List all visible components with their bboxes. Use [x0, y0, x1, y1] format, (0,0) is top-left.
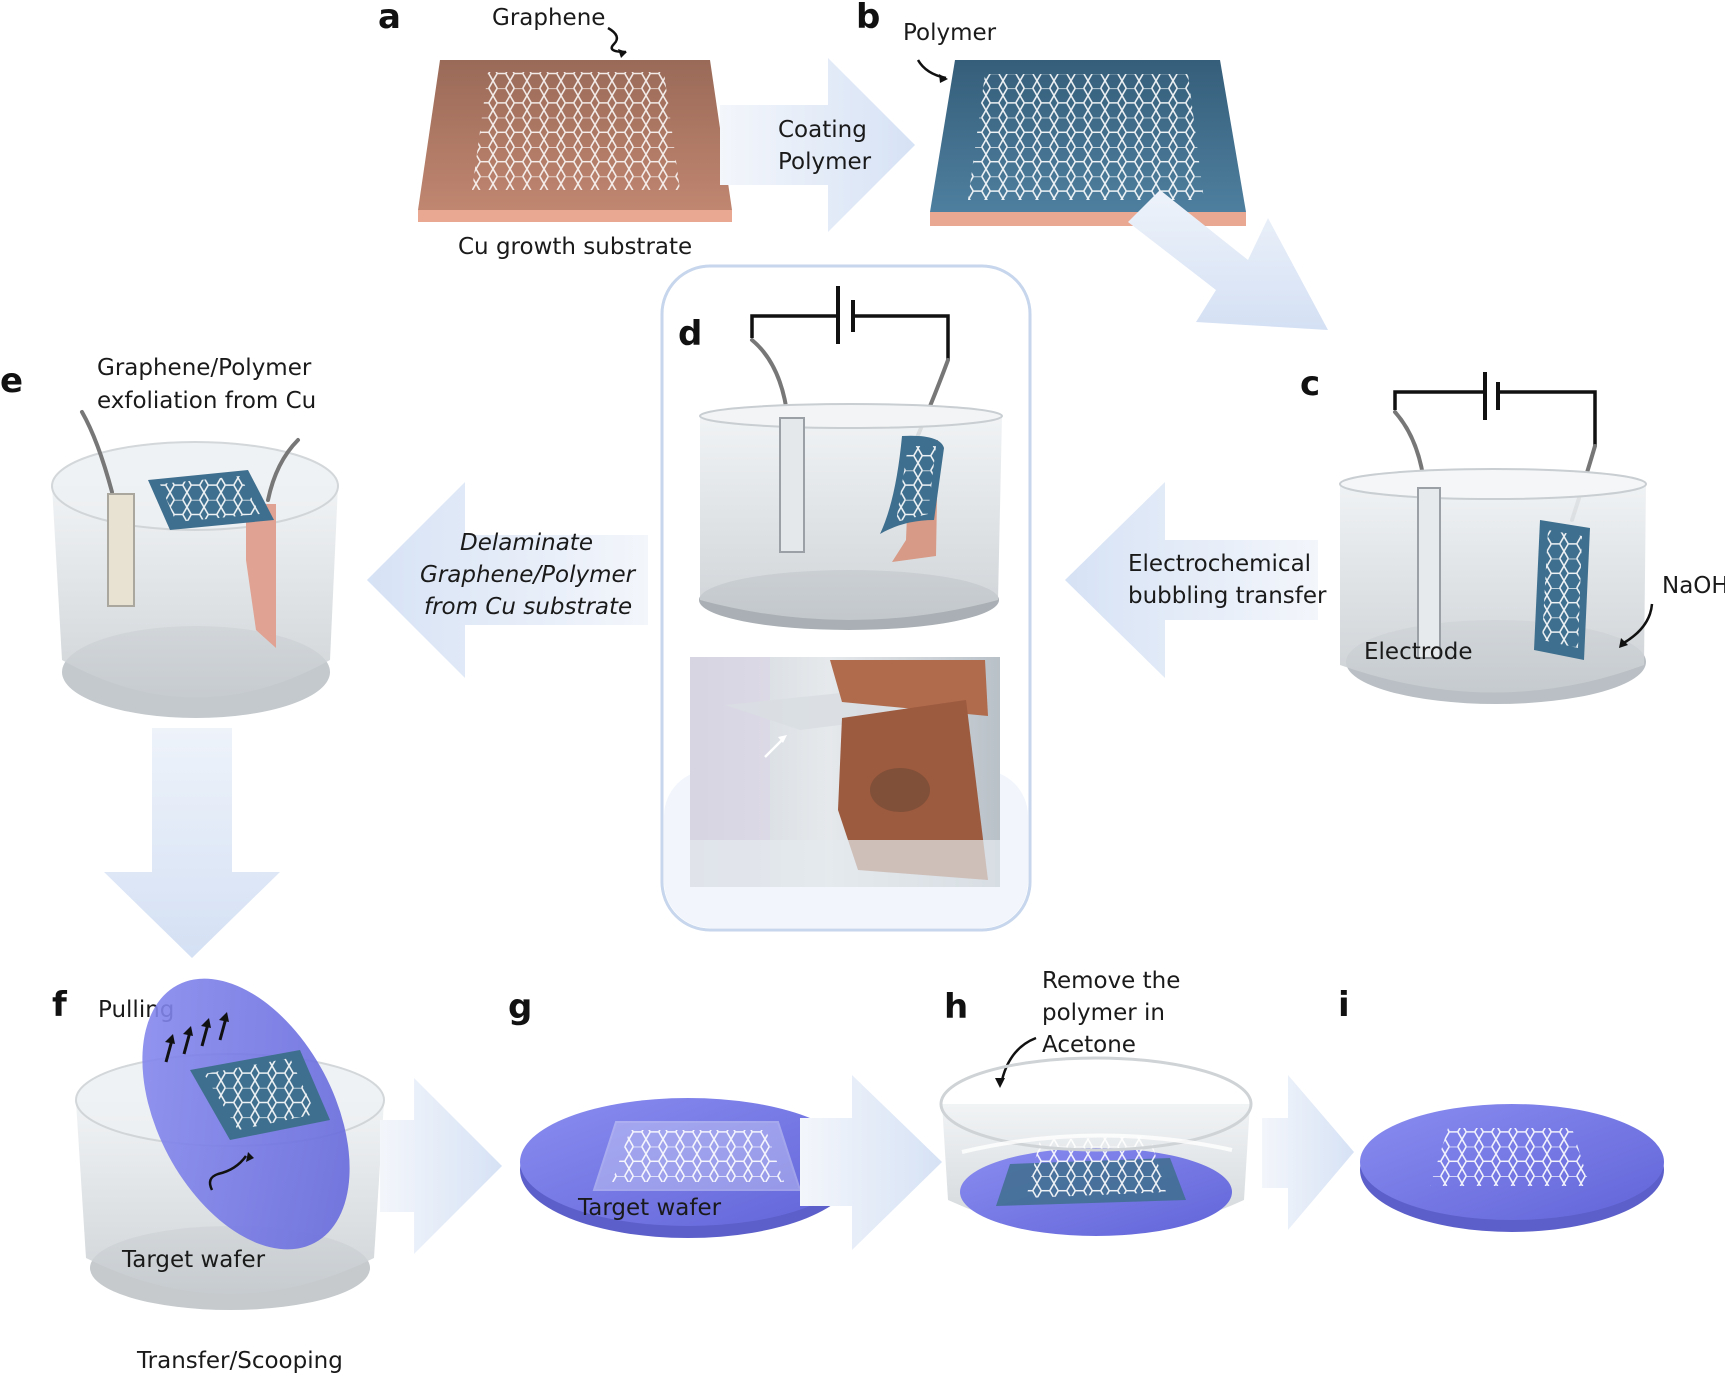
graphene-in-acetone-h — [1026, 1136, 1166, 1198]
acetone-pointer-head — [995, 1078, 1005, 1088]
arrow-f-to-g — [380, 1078, 502, 1254]
panel-letter-f: f — [52, 985, 68, 1025]
graphene-polymer-italic-label: Graphene/Polymer — [420, 562, 637, 588]
electrode-rod-c — [1417, 487, 1441, 659]
arrow-g-to-h — [800, 1075, 942, 1250]
panel-letter-d: d — [678, 314, 702, 354]
arrow-delaminate: Delaminate Graphene/Polymer from Cu subs… — [367, 482, 648, 678]
beaker-d-rim — [699, 403, 1003, 429]
scooped-lattice-f — [204, 1058, 316, 1130]
target-wafer-label-g: Target wafer — [577, 1195, 722, 1221]
arrow-h-to-i — [1262, 1075, 1354, 1230]
panel-letter-h: h — [944, 987, 968, 1027]
naoh-pointer-arrow — [1621, 603, 1654, 646]
transfer-scooping-label: Transfer/Scooping — [136, 1348, 343, 1374]
coating-label: Coating — [778, 117, 867, 143]
electrochemical-label: Electrochemical — [1128, 551, 1311, 577]
arrow-c-to-d — [1065, 482, 1318, 678]
panel-letter-g: g — [508, 987, 532, 1027]
exfoliation-label-line2: exfoliation from Cu — [97, 388, 316, 414]
panel-g: g Target wafer — [508, 987, 856, 1238]
cu-foil-lattice-c — [1542, 530, 1582, 648]
from-cu-substrate-label: from Cu substrate — [424, 594, 632, 620]
graphene-lattice — [472, 72, 680, 190]
beaker-d-body — [700, 416, 1002, 620]
target-wafer-label-f: Target wafer — [121, 1247, 266, 1273]
dish-h-rim — [939, 1056, 1253, 1152]
arrow-e-to-f — [104, 728, 280, 958]
panel-letter-i: i — [1338, 985, 1350, 1025]
graphene-on-wafer-i — [1430, 1128, 1590, 1186]
remove-polymer-label-line1: Remove the — [1042, 968, 1180, 994]
panel-e: e Graphene/Polymer exfoliation from Cu — [0, 355, 339, 718]
beaker-c-rim — [1339, 468, 1647, 500]
polymer-graphene-lattice — [968, 74, 1204, 200]
electrode-rod-e — [107, 493, 135, 607]
panel-b: b Polymer — [856, 0, 1246, 226]
acetone-pointer-arrow — [1000, 1036, 1037, 1081]
panel-d: d — [660, 264, 1032, 932]
polymer-step-label: Polymer — [778, 149, 872, 175]
delaminate-label: Delaminate — [460, 530, 593, 556]
graphene-on-wafer-g — [612, 1130, 784, 1182]
photo-copper-spot — [870, 768, 930, 812]
naoh-label: NaOH — [1662, 573, 1725, 599]
circuit-wire-d — [750, 314, 950, 360]
arrow-b-to-c — [1128, 190, 1328, 330]
remove-polymer-label-line2: polymer in — [1042, 1000, 1165, 1026]
photo-water-bottom — [690, 840, 1000, 887]
polymer-label: Polymer — [903, 20, 997, 46]
wafer-pointer-head-f — [246, 1152, 254, 1162]
polymer-pointer-head — [939, 74, 948, 83]
pulling-arrows — [164, 1012, 229, 1063]
pulling-arrow-heads — [165, 1012, 229, 1044]
pulling-arrow-shafts — [164, 1017, 228, 1063]
graphene-pointer-head — [618, 49, 627, 58]
panel-c: c Electrode NaOH — [1300, 364, 1725, 704]
polymer-pointer-arrow — [916, 59, 947, 80]
naoh-pointer-head — [1619, 638, 1628, 648]
bubbling-transfer-label: bubbling transfer — [1128, 583, 1327, 609]
electrode-rod-d — [779, 417, 805, 553]
arrow-d-to-e — [367, 482, 648, 678]
remove-polymer-label-line3: Acetone — [1042, 1032, 1136, 1058]
panel-i: i — [1338, 985, 1664, 1232]
photo-copper-top — [830, 660, 988, 716]
graphene-pointer-arrow — [607, 26, 627, 54]
cu-substrate-edge — [418, 210, 732, 222]
photo-pointer-head — [778, 735, 787, 743]
cable-right-e — [266, 438, 300, 502]
exfoliation-label-line1: Graphene/Polymer — [97, 355, 312, 381]
arrow-electrochemical-bubbling: Electrochemical bubbling transfer — [1065, 482, 1327, 678]
panel-letter-b: b — [856, 0, 880, 37]
cu-growth-substrate-label: Cu growth substrate — [458, 234, 692, 260]
bubbling-photograph — [690, 657, 1000, 887]
electrode-label: Electrode — [1364, 639, 1473, 665]
arrow-a-to-b — [720, 58, 915, 232]
floating-lattice-e — [160, 476, 260, 522]
cu-foil-e — [246, 504, 276, 648]
panel-a: a Graphene Cu growth substrate — [378, 0, 732, 260]
wafer-pointer-arrow — [208, 1155, 248, 1191]
panel-letter-a: a — [378, 0, 401, 37]
circuit-wire-c — [1393, 390, 1597, 446]
photo-pointer-arrow — [764, 737, 785, 758]
panel-letter-c: c — [1300, 364, 1320, 404]
arrow-coating-polymer: Coating Polymer — [720, 58, 915, 232]
panel-h: h Remove the polymer in Acetone — [939, 968, 1253, 1236]
graphene-label: Graphene — [492, 5, 605, 31]
cable-left-e — [80, 410, 114, 494]
acetone-surface-h — [961, 1133, 1233, 1154]
panel-f: f Pulling Target wafer Transfer/Scooping — [52, 978, 385, 1374]
peeling-lattice-d — [896, 446, 936, 522]
panel-letter-e: e — [0, 361, 23, 401]
